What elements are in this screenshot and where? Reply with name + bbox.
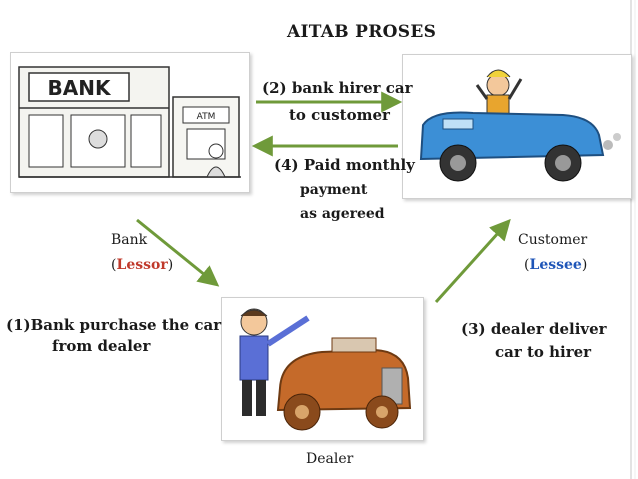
- bank-label: Bank: [111, 232, 148, 248]
- step4-line2: payment: [300, 182, 368, 198]
- page-title: AITAB PROSES: [287, 22, 437, 42]
- bank-role-open: (: [111, 257, 117, 273]
- customer-role-close: ): [581, 257, 588, 273]
- step3-line1: (3) dealer deliver: [461, 320, 607, 338]
- step1-line1: (1)Bank purchase the car: [6, 316, 222, 334]
- bank-role: (Lessor): [111, 257, 173, 273]
- dealer-image: [221, 297, 424, 441]
- step2-line1: (2) bank hirer car: [262, 79, 413, 97]
- step4-line3: as agereed: [300, 206, 385, 222]
- arrow-bank-to-dealer: [136, 218, 220, 287]
- step3-line2: car to hirer: [495, 343, 592, 361]
- bank-role-close: ): [167, 257, 174, 273]
- arrow-dealer-to-customer: [434, 218, 511, 304]
- step4-line1: (4) Paid monthly: [274, 156, 415, 174]
- customer-role: (Lessee): [524, 257, 587, 273]
- lessor-text: Lessor: [116, 257, 168, 273]
- lessee-text: Lessee: [529, 257, 582, 273]
- bank-image: BANK ATM: [10, 52, 250, 193]
- atm-label: ATM: [197, 112, 216, 122]
- customer-role-open: (: [524, 257, 530, 273]
- customer-label: Customer: [518, 232, 588, 248]
- dealer-label: Dealer: [306, 451, 354, 467]
- customer-image: [402, 54, 632, 199]
- step1-line2: from dealer: [52, 337, 151, 355]
- bank-sign-text: BANK: [48, 76, 112, 100]
- step2-line2: to customer: [289, 106, 390, 124]
